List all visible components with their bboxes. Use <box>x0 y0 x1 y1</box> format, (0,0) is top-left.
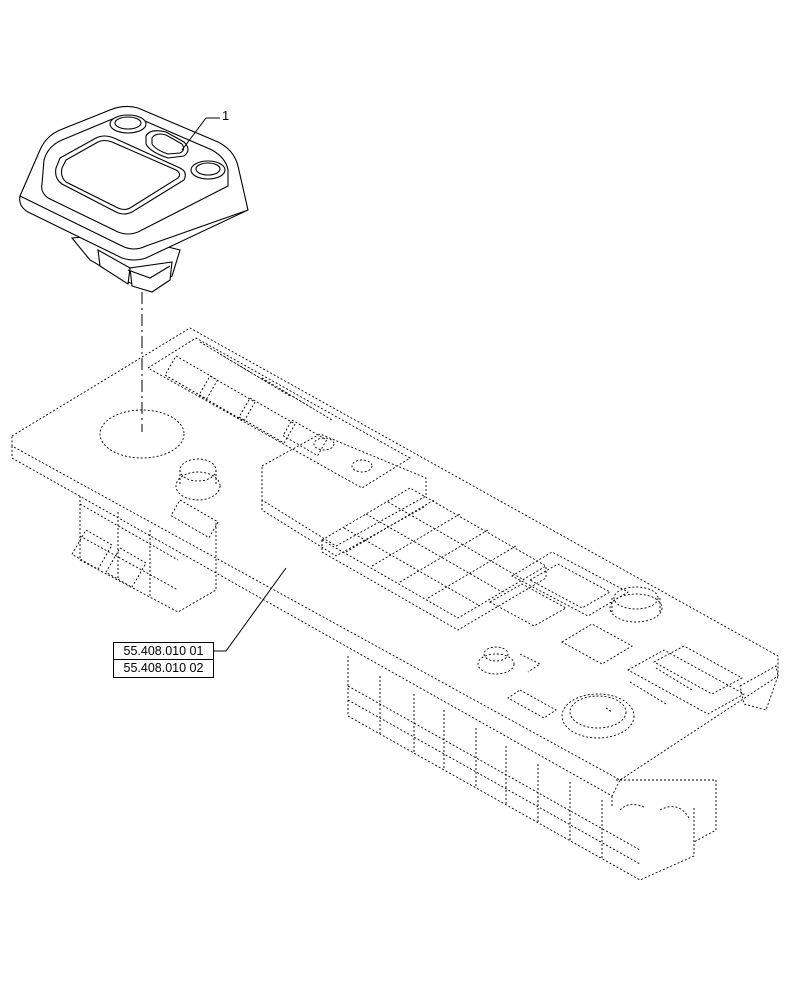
control-panel-assembly <box>11 327 779 881</box>
callout-1: 1 <box>222 108 230 123</box>
reference-link-1[interactable]: 55.408.010 01 <box>113 642 214 660</box>
display-monitor <box>19 105 249 293</box>
reference-link-2[interactable]: 55.408.010 02 <box>113 660 214 678</box>
callout-leader <box>181 117 220 151</box>
reference-leader <box>212 567 287 652</box>
